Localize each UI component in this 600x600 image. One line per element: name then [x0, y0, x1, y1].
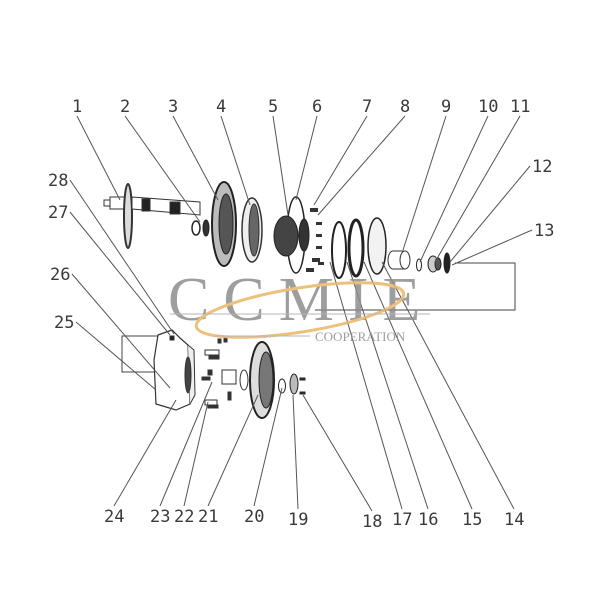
leader-line-19 [292, 394, 299, 510]
callout-label-6: 6 [312, 97, 322, 117]
leader-lines [69, 115, 533, 512]
callout-label-7: 7 [362, 97, 372, 117]
watermark-brand: CCMIE [168, 266, 434, 334]
leader-line-14 [381, 261, 515, 510]
callout-label-1: 1 [72, 97, 82, 117]
callout-label-14: 14 [504, 510, 524, 530]
callout-label-25: 25 [54, 313, 74, 333]
planetary-carrier-part [273, 196, 310, 274]
shaft-part [103, 183, 201, 249]
callout-label-13: 13 [534, 221, 554, 241]
leader-line-3 [172, 115, 219, 201]
leader-line-17 [329, 261, 403, 510]
washer-parts [191, 219, 210, 237]
callout-label-23: 23 [150, 507, 170, 527]
callout-label-9: 9 [441, 97, 451, 117]
leader-line-28 [69, 179, 175, 335]
callout-label-15: 15 [462, 510, 482, 530]
callout-label-12: 12 [532, 157, 552, 177]
callout-label-4: 4 [216, 97, 226, 117]
bushing-part [387, 250, 411, 270]
callout-label-3: 3 [168, 97, 178, 117]
ccmie-watermark: CCMIE COOPERATION [168, 266, 434, 344]
callout-label-17: 17 [392, 510, 412, 530]
leader-line-6 [295, 115, 318, 201]
callout-label-26: 26 [50, 265, 70, 285]
end-cap-parts [416, 252, 451, 274]
leader-line-15 [363, 261, 473, 510]
friction-rings [331, 217, 387, 279]
gear-disk-part [211, 181, 237, 267]
leader-line-25 [75, 321, 157, 391]
leader-line-12 [449, 165, 531, 263]
leader-line-5 [272, 115, 289, 216]
leader-line-1 [76, 115, 121, 201]
callout-label-16: 16 [418, 510, 438, 530]
callout-label-28: 28 [48, 171, 68, 191]
leader-line-23 [159, 381, 213, 507]
small-fittings [201, 337, 249, 409]
callout-label-10: 10 [478, 97, 498, 117]
callout-label-11: 11 [510, 97, 530, 117]
pin-parts [306, 208, 324, 272]
leader-line-26 [71, 273, 171, 389]
leader-line-16 [346, 261, 429, 510]
callout-label-18: 18 [362, 512, 382, 532]
leader-line-11 [434, 115, 521, 263]
leader-line-8 [317, 115, 406, 216]
callout-label-27: 27 [48, 203, 68, 223]
callout-label-2: 2 [120, 97, 130, 117]
leader-line-4 [220, 115, 251, 206]
leader-line-9 [402, 115, 447, 251]
callout-label-20: 20 [244, 507, 264, 527]
leader-line-2 [124, 115, 201, 223]
callout-label-8: 8 [400, 97, 410, 117]
leader-line-22 [183, 401, 209, 507]
leader-line-24 [113, 399, 177, 507]
callout-label-19: 19 [288, 510, 308, 530]
callout-label-24: 24 [104, 507, 124, 527]
callout-label-5: 5 [268, 97, 278, 117]
callout-label-21: 21 [198, 507, 218, 527]
leader-line-10 [419, 115, 489, 263]
leader-line-7 [313, 115, 368, 206]
ring-part [241, 197, 263, 263]
leader-line-27 [69, 211, 171, 336]
housing-part [153, 329, 196, 411]
assembly-bracket-lines [121, 262, 516, 373]
retainer-parts [278, 373, 306, 395]
leader-line-13 [451, 229, 533, 266]
watermark-subtitle: COOPERATION [315, 329, 406, 344]
leader-line-21 [207, 394, 259, 507]
callout-label-22: 22 [174, 507, 194, 527]
leader-line-20 [253, 387, 283, 507]
leader-line-18 [302, 394, 373, 512]
watermark-swoosh [194, 281, 406, 339]
ring-gear-part [249, 341, 275, 419]
